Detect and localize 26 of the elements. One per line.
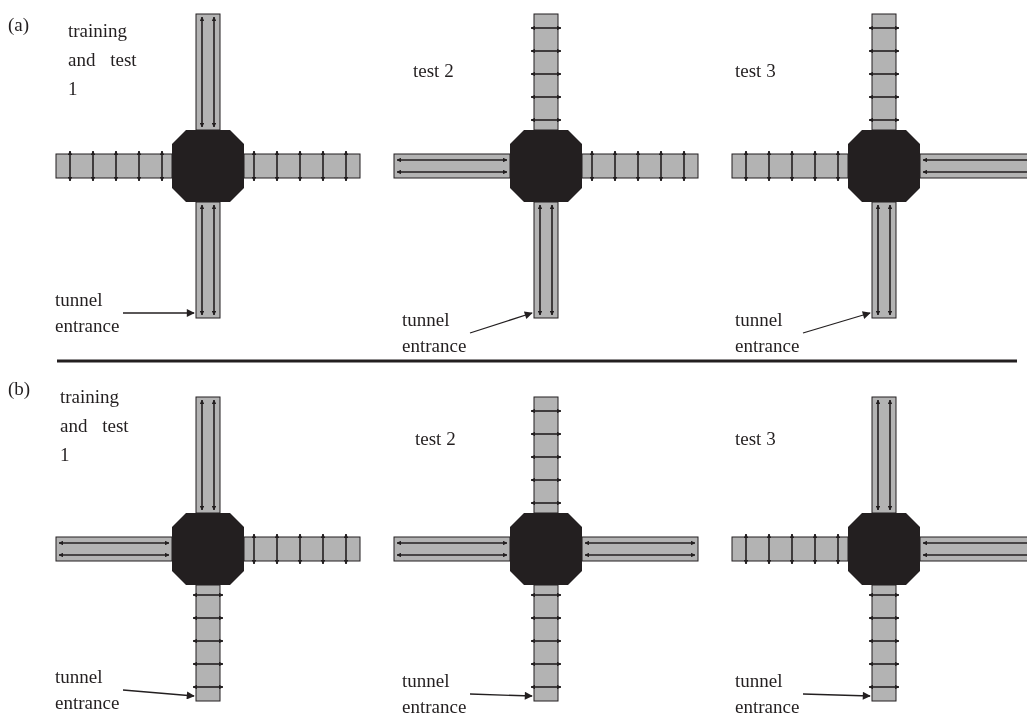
condition-label: test 3 [735, 427, 776, 451]
tunnel-arm [868, 584, 900, 702]
condition-label: training and test 1 [68, 19, 138, 101]
tunnel-arm [195, 201, 221, 319]
leader-line [122, 309, 195, 317]
leader-line [469, 311, 533, 334]
panel-label: (a) [8, 13, 30, 37]
tunnel-arm [533, 201, 559, 319]
entrance-label: tunnel entrance [402, 668, 467, 720]
condition-label: test 3 [735, 59, 776, 83]
condition-label: test 2 [413, 59, 454, 83]
tunnel-arm [530, 584, 562, 702]
tunnel-arm [192, 584, 224, 702]
leader-line [802, 311, 871, 334]
tunnel-arm [871, 201, 897, 319]
entrance-label: tunnel entrance [735, 307, 800, 359]
panel-label: (b) [8, 377, 31, 401]
entrance-label: tunnel entrance [55, 664, 120, 716]
condition-label: training and test 1 [60, 385, 130, 467]
leader-line [122, 689, 195, 700]
entrance-label: tunnel entrance [55, 287, 120, 339]
entrance-label: tunnel entrance [402, 307, 467, 359]
leader-line [802, 691, 871, 700]
entrance-label: tunnel entrance [735, 668, 800, 720]
condition-label: test 2 [415, 427, 456, 451]
leader-line [469, 691, 533, 700]
